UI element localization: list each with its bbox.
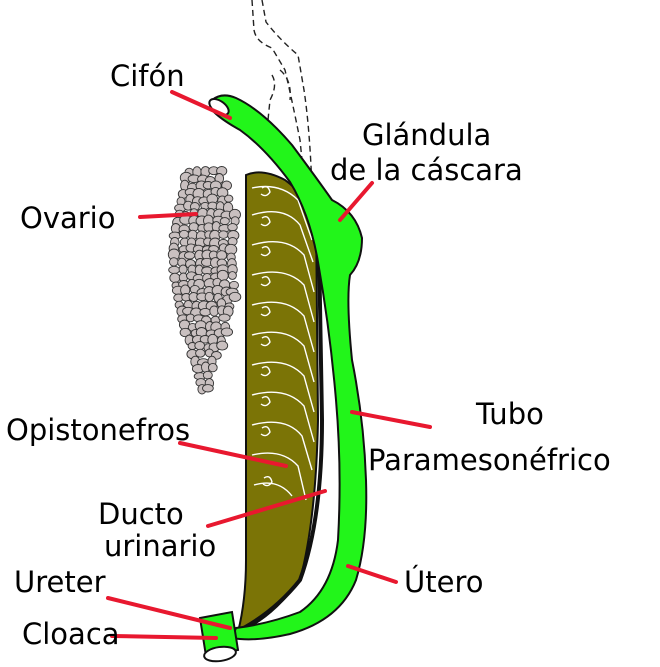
- ovary-cell: [220, 327, 234, 337]
- label-ducto-line1: Ducto: [98, 497, 184, 531]
- leader-ureter: [106, 596, 232, 630]
- leader-cloaca: [110, 634, 218, 640]
- label-ovario: Ovario: [20, 201, 115, 235]
- label-cifon: Cifón: [110, 59, 185, 93]
- leader-cifon: [170, 90, 232, 120]
- ovary-cell: [224, 194, 234, 203]
- ovary-cell: [218, 230, 229, 239]
- ovary-cell: [195, 348, 206, 358]
- leader-ducto: [206, 489, 327, 528]
- ovary-cell: [169, 272, 181, 284]
- ovary-cell: [204, 291, 214, 303]
- ovary-cell: [178, 229, 190, 239]
- leader-tubo: [350, 410, 432, 429]
- ovary-cell: [202, 384, 214, 393]
- ovary-cell: [199, 307, 212, 317]
- ovary-cell: [194, 341, 206, 351]
- ovary-cell: [178, 264, 188, 275]
- ovary-cell: [227, 271, 237, 280]
- ovary-cell: [202, 370, 213, 380]
- ovary: [167, 166, 242, 395]
- label-glandula-line1: Glándula: [362, 118, 491, 152]
- opisthonephros: [236, 171, 320, 634]
- label-tubo-line1: Tubo: [475, 397, 544, 431]
- ovary-cell: [219, 217, 230, 226]
- label-ureter: Ureter: [14, 565, 106, 599]
- ovary-cell: [218, 313, 231, 322]
- leader-opistonefros: [178, 441, 288, 468]
- ovary-cell: [183, 251, 196, 260]
- leader-utero: [346, 564, 398, 584]
- label-tubo-line2: Paramesonéfrico: [368, 443, 611, 477]
- label-ducto-line2: urinario: [104, 529, 216, 563]
- leader-ovario: [138, 212, 198, 219]
- ovary-cell: [216, 340, 229, 351]
- dashed-outline: [251, 0, 313, 191]
- leader-glandula: [338, 181, 374, 222]
- ovary-cell: [207, 362, 218, 373]
- ovary-cell: [168, 265, 181, 274]
- urinary-duct: [231, 189, 325, 636]
- label-cloaca: Cloaca: [22, 617, 120, 651]
- ovary-cell: [169, 257, 179, 267]
- label-opistonefros: Opistonefros: [6, 413, 190, 447]
- ovary-cell: [179, 327, 191, 338]
- ovary-cell: [228, 291, 242, 302]
- leader-lines: [106, 90, 432, 640]
- label-utero: Útero: [404, 565, 483, 599]
- ovary-cell: [227, 223, 238, 232]
- labels: Cifón Glándula de la cáscara Ovario Opis…: [6, 59, 611, 651]
- label-glandula-line2: de la cáscara: [330, 153, 523, 187]
